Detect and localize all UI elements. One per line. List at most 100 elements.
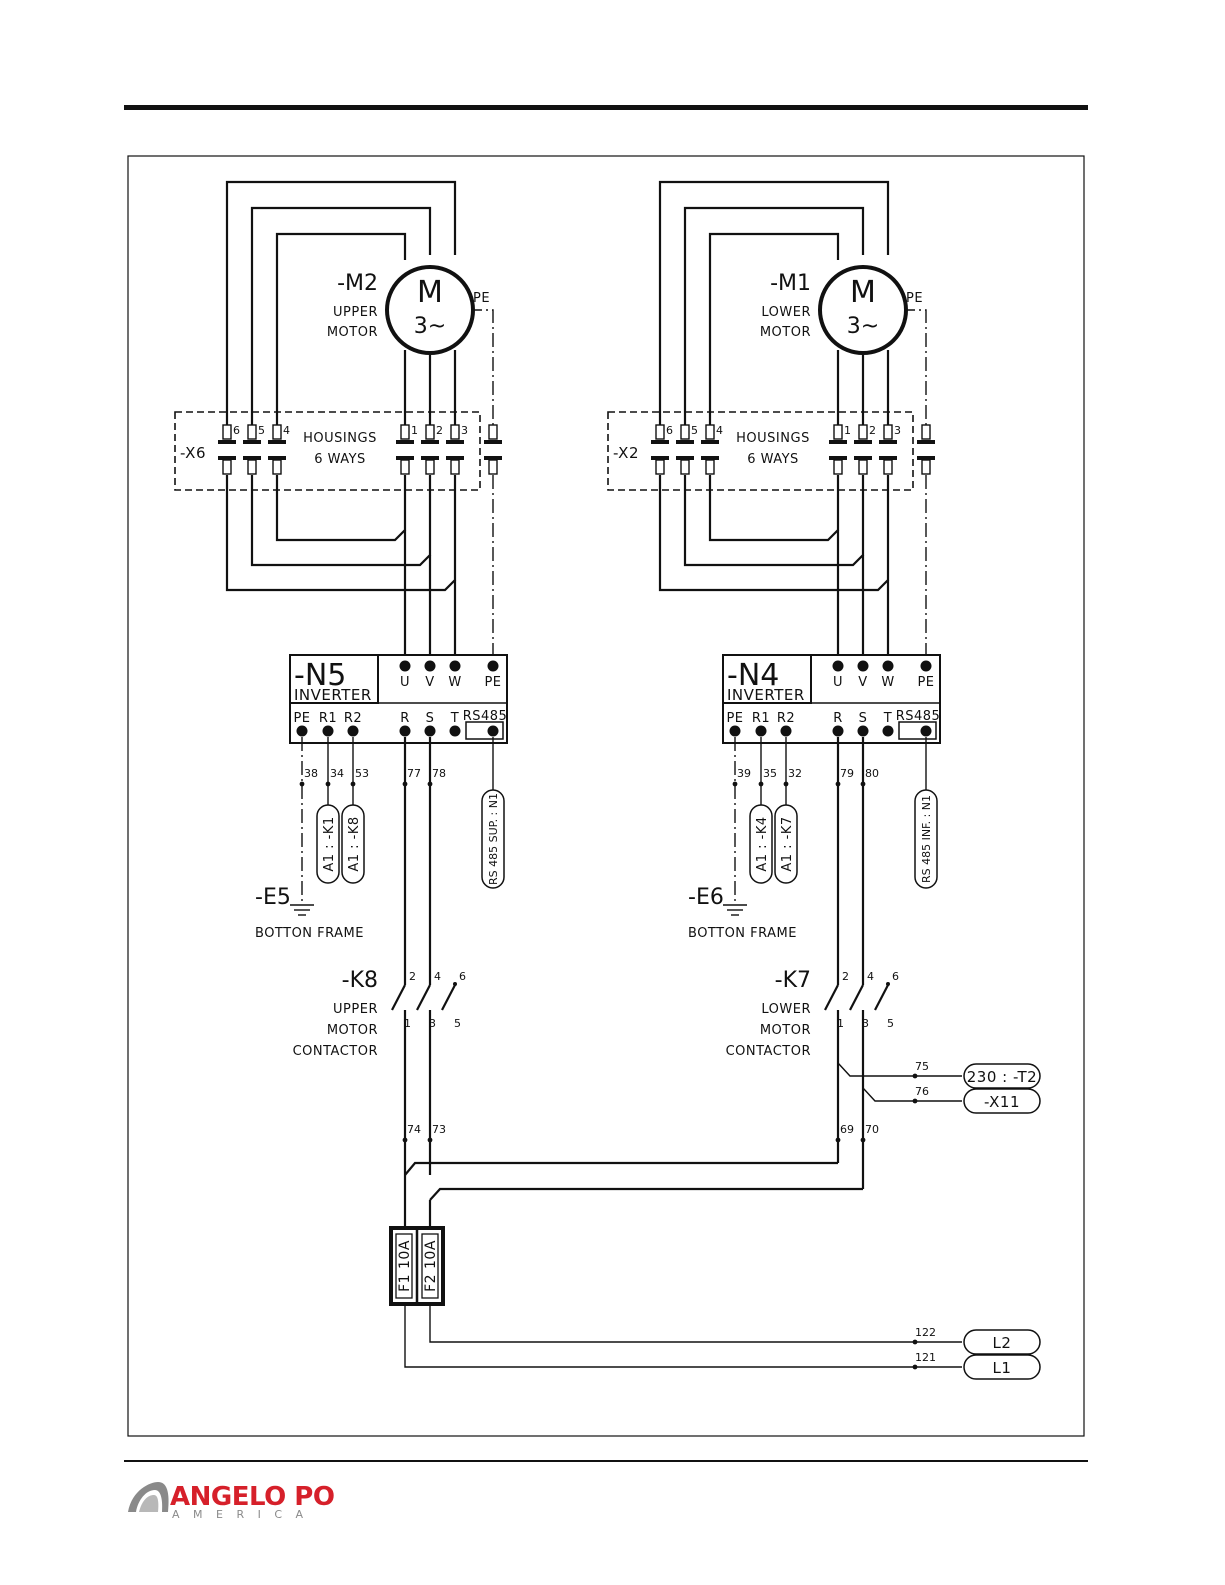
right-contactor-line3: CONTACTOR [726, 1044, 811, 1059]
terminal-l2: L2 [993, 1334, 1012, 1352]
left-motor-line2: MOTOR [327, 325, 378, 340]
left-inverter-term: V [425, 675, 434, 690]
right-housing-pin: 6 [666, 424, 673, 437]
right-housing-connector [651, 424, 669, 475]
left-inverter-term: W [448, 675, 461, 690]
left-housing-line1: HOUSINGS [303, 431, 377, 446]
left-ground-icon [290, 904, 314, 916]
left-wire-number: 38 [304, 767, 318, 780]
right-motor-phase: 3~ [847, 314, 879, 339]
aux-connections: 75 76 230 : -T2 -X11 [403, 1060, 1041, 1230]
right-ground-label: BOTTON FRAME [688, 926, 797, 941]
left-housing-connector [484, 424, 502, 475]
left-housing-pin: 2 [436, 424, 443, 437]
left-ground-ref: -E5 [255, 885, 291, 910]
left-contactor-pin: 1 [404, 1017, 411, 1030]
right-motor-m: M [850, 275, 876, 310]
right-contactor: -K7 LOWER MOTOR CONTACTOR 2 4 6 1 3 5 69… [726, 968, 899, 1189]
left-contactor-ref: -K8 [342, 968, 378, 993]
fuse-f2: F2 10A [423, 1240, 439, 1292]
left-housing-connector [421, 424, 439, 475]
right-motor-line1: LOWER [761, 305, 811, 320]
right-wire-number: 79 [840, 767, 854, 780]
right-motor-pe: PE [906, 291, 923, 306]
left-inverter-term: PE [484, 675, 501, 690]
left-motor-m: M [417, 275, 443, 310]
left-housing-connector [446, 424, 464, 475]
right-inverter-term: PE [917, 675, 934, 690]
right-housing-line2: 6 WAYS [747, 452, 799, 467]
right-lower-wire: 70 [865, 1123, 879, 1136]
right-motor: M 3~ -M1 LOWER MOTOR PE [760, 265, 923, 355]
right-inverter-term: R1 [752, 711, 770, 726]
left-housing-connector [268, 424, 286, 475]
left-wire-number: 53 [355, 767, 369, 780]
right-ref-k4: A1 : -K4 [755, 816, 770, 871]
left-housing: 6 5 4 1 2 3 -X6 HOUSINGS 6 WAYS [174, 411, 502, 491]
brand-mark-icon [128, 1482, 169, 1512]
right-ref-k7: A1 : -K7 [780, 816, 795, 871]
left-housing-pin: 1 [411, 424, 418, 437]
left-inverter: -N5 INVERTER U V W PE PE R1 R2 R S T RS4… [289, 654, 508, 744]
right-housing-pin: 5 [691, 424, 698, 437]
right-lower-wire: 69 [840, 1123, 854, 1136]
left-motor-loops [225, 180, 494, 660]
right-contactor-pin: 3 [862, 1017, 869, 1030]
right-motor-loops [658, 180, 927, 660]
right-rs485-ref: RS 485 INF. : N1 [920, 795, 933, 883]
right-housing-pin: 4 [716, 424, 723, 437]
left-motor-ref: -M2 [337, 271, 378, 296]
left-group: M 3~ -M2 UPPER MOTOR PE 6 5 4 1 2 3 [174, 180, 508, 1175]
right-contactor-pin: 1 [837, 1017, 844, 1030]
left-inverter-term: S [426, 711, 435, 726]
brand-name: ANGELO PO [170, 1482, 334, 1512]
left-inverter-term: T [450, 711, 459, 726]
right-inverter-term: PE [726, 711, 743, 726]
wire-121: 121 [915, 1351, 936, 1364]
right-inverter-term: T [883, 711, 892, 726]
left-motor: M 3~ -M2 UPPER MOTOR PE [327, 265, 490, 355]
right-inverter-name: INVERTER [727, 686, 805, 704]
supply-lines: 122 121 L2 L1 [404, 1304, 1041, 1380]
right-housing-ref: -X2 [613, 444, 639, 462]
right-housing-line1: HOUSINGS [736, 431, 810, 446]
diagram-frame [127, 155, 1085, 1437]
right-inverter-outputs: 39 35 32 79 80 A1 : -K4 A1 : -K7 RS 485 … [688, 737, 938, 985]
left-ref-k1: A1 : -K1 [322, 816, 337, 871]
right-contactor-ref: -K7 [775, 968, 811, 993]
left-housing-connector [396, 424, 414, 475]
right-wire-number: 32 [788, 767, 802, 780]
left-housing-pin: 6 [233, 424, 240, 437]
left-housing-pin: 3 [461, 424, 468, 437]
left-inverter-term: R [400, 711, 410, 726]
left-contactor-line3: CONTACTOR [293, 1044, 378, 1059]
right-housing: 6 5 4 1 2 3 -X2 HOUSINGS 6 WAYS [607, 411, 935, 491]
left-inverter-term: PE [293, 711, 310, 726]
right-housing-connector [879, 424, 897, 475]
terminal-x11: -X11 [984, 1093, 1020, 1111]
left-contactor-pin: 3 [429, 1017, 436, 1030]
left-contactor-pin: 5 [454, 1017, 461, 1030]
terminal-230-t2: 230 : -T2 [967, 1068, 1037, 1086]
right-motor-ref: -M1 [770, 271, 811, 296]
right-housing-connector [829, 424, 847, 475]
left-motor-pe: PE [473, 291, 490, 306]
left-contactor-pin: 4 [434, 970, 441, 983]
right-contactor-pin: 4 [867, 970, 874, 983]
left-housing-connector [243, 424, 261, 475]
right-inverter-term: RS485 [896, 709, 941, 724]
right-inverter: -N4 INVERTER U V W PE PE R1 R2 R S T RS4… [722, 654, 941, 744]
right-wire-number: 35 [763, 767, 777, 780]
right-inverter-term: S [859, 711, 868, 726]
right-housing-pin: 1 [844, 424, 851, 437]
wire-76: 76 [915, 1085, 929, 1098]
left-ref-k8: A1 : -K8 [347, 816, 362, 871]
left-inverter-term: R2 [344, 711, 362, 726]
terminal-l1: L1 [993, 1359, 1012, 1377]
left-rs485-ref: RS 485 SUP. : N1 [487, 793, 500, 885]
right-housing-connector [676, 424, 694, 475]
right-contactor-pin: 2 [842, 970, 849, 983]
left-motor-line1: UPPER [333, 305, 378, 320]
left-wire-number: 78 [432, 767, 446, 780]
